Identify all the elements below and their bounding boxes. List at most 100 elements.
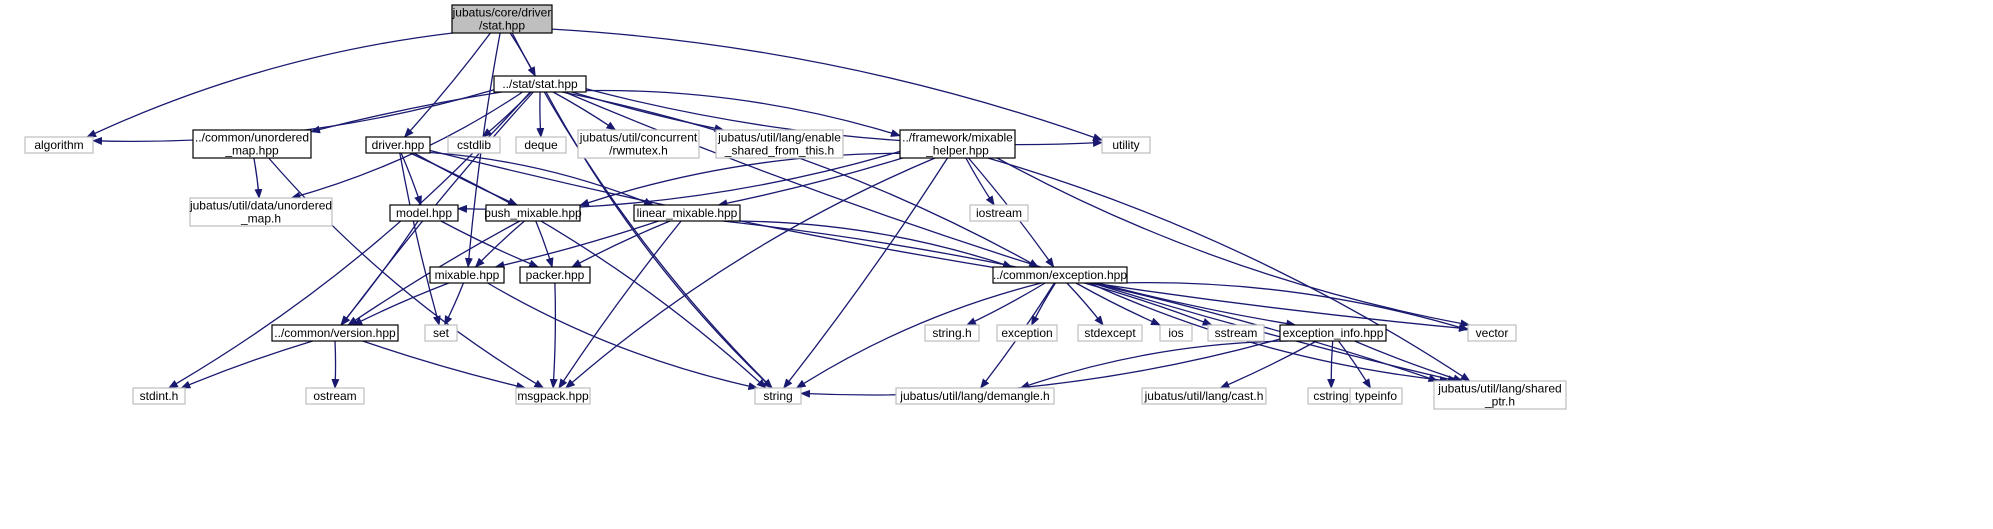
- node-exception-info[interactable]: exception_info.hpp: [1279, 324, 1387, 342]
- node-label: cstdlib: [457, 138, 491, 152]
- node-linear-mixable[interactable]: linear_mixable.hpp: [633, 204, 741, 222]
- edge-exception-to-string: [795, 282, 1042, 389]
- edge-linear_mixable-to-msgpack: [558, 220, 682, 389]
- node-label: algorithm: [34, 138, 83, 152]
- edge-linear_mixable-to-shared_ptr: [722, 220, 1439, 382]
- node-box: [389, 204, 459, 222]
- node-typeinfo: typeinfo: [1349, 387, 1403, 405]
- node-label: ../framework/mixable: [902, 131, 1013, 145]
- node-label: vector: [1476, 326, 1509, 340]
- node-mixable-helper[interactable]: ../framework/mixable_helper.hpp: [899, 129, 1016, 159]
- edge-exception_info-to-shared_ptr: [1354, 340, 1464, 383]
- edge-linear_mixable-to-mixable: [494, 220, 659, 269]
- node-box: [132, 387, 186, 405]
- node-algorithm: algorithm: [24, 136, 94, 154]
- node-label: ios: [1168, 326, 1183, 340]
- node-cstring: cstring: [1307, 387, 1355, 405]
- nodes-layer: jubatus/core/driver/stat.hpp ../stat/stat…: [24, 4, 1567, 410]
- node-label: iostream: [976, 206, 1022, 220]
- edge-exception_info-to-demangle: [1019, 340, 1288, 389]
- edge-mixable_helper-to-string: [783, 157, 949, 389]
- edge-stat-to-rwmutex: [552, 91, 617, 131]
- node-shared-ptr: jubatus/util/lang/shared_ptr.h: [1433, 380, 1567, 410]
- node-box: [519, 266, 591, 284]
- node-box: [515, 136, 567, 154]
- node-model[interactable]: model.hpp: [389, 204, 459, 222]
- node-label: set: [433, 326, 450, 340]
- edge-linear_mixable-to-packer: [571, 220, 671, 268]
- edge-driver-to-linear_mixable: [429, 151, 654, 206]
- node-mixable[interactable]: mixable.hpp: [429, 266, 505, 284]
- node-label: driver.hpp: [372, 138, 425, 152]
- node-stdexcept: stdexcept: [1077, 324, 1143, 342]
- node-label: _map.hpp: [224, 144, 279, 158]
- edge-exception_info-to-cstring: [1327, 340, 1336, 389]
- edge-stat-to-unordered_map: [310, 91, 502, 134]
- node-label: string.h: [932, 326, 971, 340]
- edge-root-to-driver: [403, 32, 491, 138]
- node-label: utility: [1112, 138, 1139, 152]
- node-box: [447, 136, 501, 154]
- node-sstream: sstream: [1207, 324, 1265, 342]
- edge-exception-to-ios: [1075, 282, 1161, 326]
- edge-mixable_helper-to-linear_mixable: [717, 157, 903, 208]
- edge-exception_info-to-typeinfo: [1337, 340, 1372, 389]
- node-box: [924, 324, 980, 342]
- edge-unordered_map-to-util_unordered_map: [253, 157, 263, 199]
- edge-version-to-ostream: [331, 340, 340, 389]
- edge-root-to-utility: [551, 28, 1103, 141]
- edge-mixable-to-set: [444, 282, 465, 326]
- node-exception[interactable]: ../common/exception.hpp: [992, 266, 1128, 284]
- node-label: model.hpp: [396, 206, 452, 220]
- node-label: deque: [524, 138, 558, 152]
- node-box: [1207, 324, 1265, 342]
- node-label: ../common/version.hpp: [274, 326, 396, 340]
- node-box: [365, 136, 431, 154]
- edge-root-to-algorithm: [86, 32, 453, 138]
- node-box: [577, 129, 700, 159]
- node-packer[interactable]: packer.hpp: [519, 266, 591, 284]
- edge-driver-to-vector: [429, 149, 1469, 333]
- node-label: msgpack.hpp: [517, 389, 589, 403]
- edge-exception_info-to-string: [800, 338, 1281, 398]
- edge-packer-to-msgpack: [549, 282, 558, 389]
- edge-linear_mixable-to-exception: [735, 220, 1013, 268]
- node-box: [515, 387, 591, 405]
- node-box: [1279, 324, 1387, 342]
- node-box: [1349, 387, 1403, 405]
- node-cstdlib: cstdlib: [447, 136, 501, 154]
- node-box: [969, 204, 1029, 222]
- edge-stat-to-mixable_helper: [585, 89, 901, 137]
- node-unordered-map[interactable]: ../common/unordered_map.hpp: [192, 129, 312, 159]
- node-label: jubatus/util/lang/shared: [1437, 382, 1561, 396]
- node-version[interactable]: ../common/version.hpp: [271, 324, 399, 342]
- node-label: jubatus/core/driver: [452, 6, 552, 20]
- node-stat[interactable]: ../stat/stat.hpp: [493, 75, 587, 93]
- node-box: [715, 129, 844, 159]
- node-iostream: iostream: [969, 204, 1029, 222]
- node-box: [424, 324, 458, 342]
- node-box: [895, 387, 1055, 405]
- edge-version-to-msgpack: [362, 340, 527, 390]
- node-msgpack: msgpack.hpp: [515, 387, 591, 405]
- node-box: [192, 129, 312, 159]
- node-label: ostream: [313, 389, 356, 403]
- edge-push_mixable-to-mixable: [474, 220, 525, 268]
- node-label: stdexcept: [1084, 326, 1136, 340]
- node-string: string: [754, 387, 802, 405]
- node-box: [189, 197, 333, 227]
- node-box: [899, 129, 1016, 159]
- node-push-mixable[interactable]: push_mixable.hpp: [484, 204, 582, 222]
- edge-version-to-stdint: [180, 340, 313, 389]
- node-label: string: [763, 389, 792, 403]
- edge-driver-to-set: [399, 152, 441, 326]
- node-box: [633, 204, 741, 222]
- node-driver[interactable]: driver.hpp: [365, 136, 431, 154]
- node-label: mixable.hpp: [435, 268, 500, 282]
- node-label: ../common/unordered: [195, 131, 309, 145]
- node-box: [485, 204, 581, 222]
- node-box: [1433, 380, 1567, 410]
- node-label: _map.h: [240, 212, 281, 226]
- node-root[interactable]: jubatus/core/driver/stat.hpp: [451, 4, 553, 34]
- node-label: exception: [1001, 326, 1052, 340]
